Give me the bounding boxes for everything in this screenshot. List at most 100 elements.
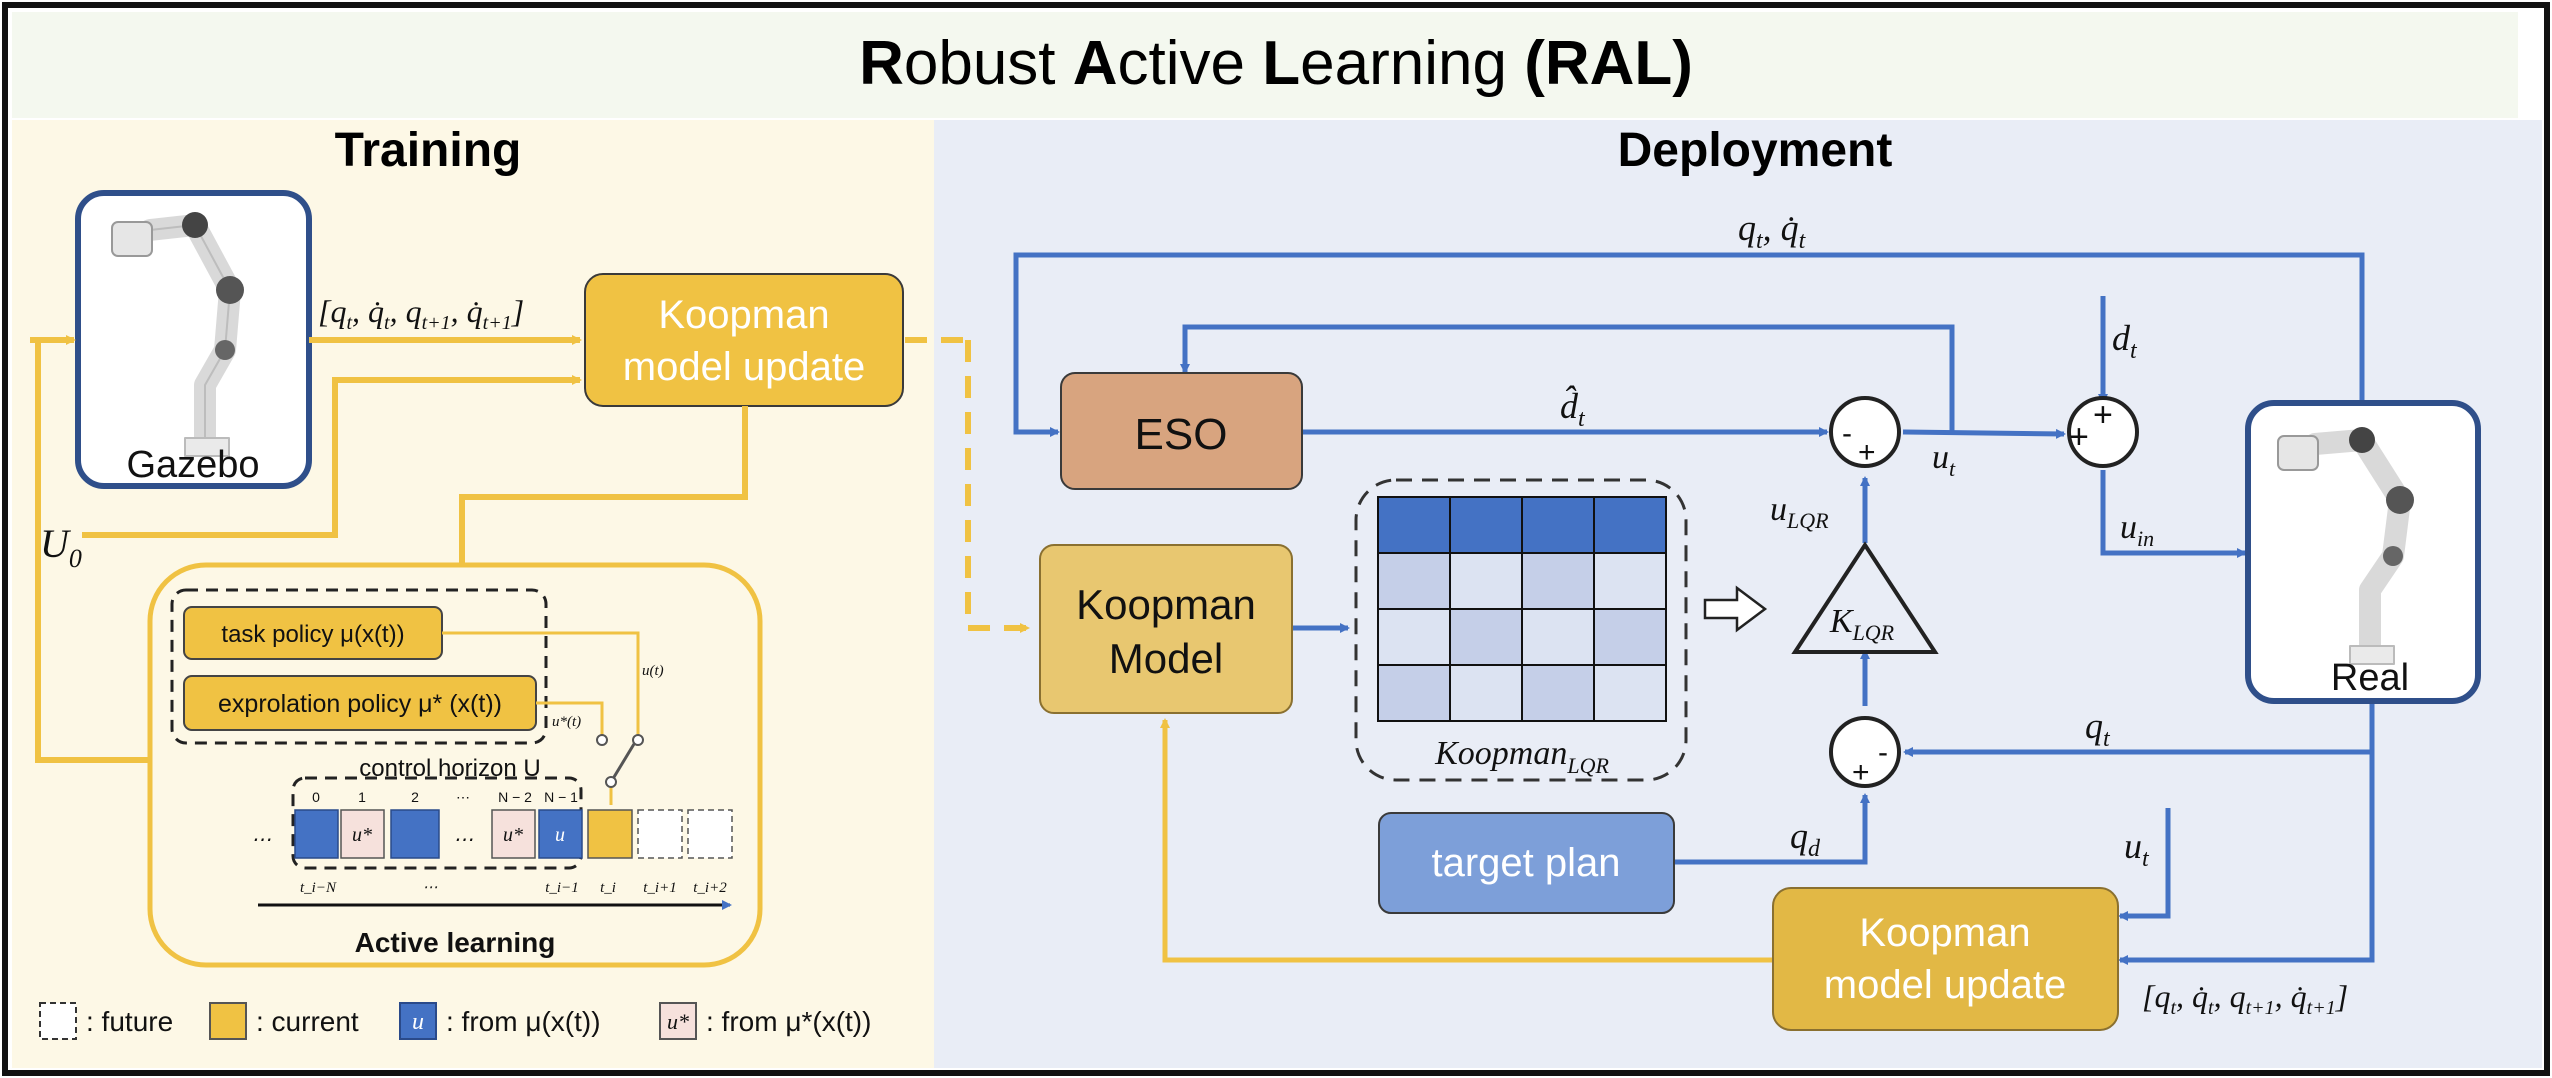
- real-label: Real: [2331, 657, 2409, 699]
- horizon-index: N − 1: [544, 789, 578, 805]
- hollow-arrow: [1703, 585, 1768, 633]
- deploy-koopman-update-line2: model update: [1824, 963, 2066, 1007]
- legend-mustar-glyph: u*: [667, 1009, 689, 1034]
- switch-pivot: [605, 776, 617, 788]
- legend-current-swatch: [209, 1002, 247, 1040]
- legend-mu-label: : from μ(x(t)): [446, 1006, 601, 1037]
- legend-mustar-swatch: [659, 1002, 697, 1040]
- target-plan-box: [1378, 812, 1675, 914]
- sum-junction-control: [1829, 396, 1901, 468]
- gazebo-label: Gazebo: [126, 444, 259, 486]
- sum2-plus-a: +: [2069, 418, 2089, 456]
- sum1-plus: +: [1858, 436, 1876, 469]
- deployment-connectors: [1013, 252, 2375, 965]
- explore-policy-label: exprolation policy μ* (x(t)): [218, 690, 502, 718]
- horizon-index: 2: [411, 789, 419, 805]
- sum-junction-disturbance: [2067, 396, 2139, 468]
- grid-header-cell: [1377, 496, 1451, 554]
- cell-mu: [294, 809, 339, 859]
- legend-future-swatch: [39, 1002, 77, 1040]
- sum-junction-feedback: [1829, 716, 1901, 788]
- deploy-state-label: [qt, q̇t, qt+1, q̇t+1]: [2142, 978, 2348, 1019]
- grid-cell: [1521, 608, 1595, 666]
- grid-cell: [1377, 608, 1451, 666]
- real-robot-icon: [2277, 427, 2414, 665]
- sum2-plus-b: +: [2093, 396, 2113, 434]
- horizon-index: N − 2: [498, 789, 532, 805]
- time-label: ⋯: [423, 880, 438, 896]
- task-policy-label: task policy μ(x(t)): [221, 621, 404, 648]
- switch-contact-a: [632, 734, 644, 746]
- koopman-model-box: [1039, 544, 1293, 714]
- cell-mu: [538, 809, 583, 859]
- feedback-state-label: qt, q̇t: [1738, 208, 1807, 254]
- deploy-koopman-update-box: [1772, 887, 2119, 1031]
- koopman-model-line1: Koopman: [1076, 581, 1256, 628]
- koopman-lqr-grid: [1377, 496, 1667, 722]
- cell-future: [637, 809, 683, 859]
- switch-wiring: [442, 631, 640, 805]
- grid-cell: [1449, 664, 1523, 722]
- grid-cell: [1449, 552, 1523, 610]
- u0-label: U0: [40, 521, 82, 573]
- active-learning-label: Active learning: [355, 927, 556, 958]
- training-heading: Training: [335, 124, 522, 177]
- legend-future-label: : future: [86, 1006, 173, 1037]
- klqr-gain: [1791, 541, 1939, 654]
- time-label: t_i−N: [300, 880, 337, 896]
- cell-mustar-text: u*: [352, 824, 372, 846]
- time-label: t_i+2: [693, 880, 727, 896]
- cell-ellipsis: ⋯: [453, 829, 473, 851]
- grid-cell: [1521, 664, 1595, 722]
- gazebo-robot-icon: [111, 212, 244, 457]
- deployment-heading: Deployment: [1618, 124, 1893, 177]
- cell-mustar: [340, 809, 385, 859]
- cell-ellipsis: ⋯: [251, 829, 271, 851]
- grid-cell: [1593, 664, 1667, 722]
- page-title: Robust Active Learning (RAL): [859, 29, 1693, 98]
- eso-label: ESO: [1135, 410, 1228, 459]
- cell-mu-text: u: [555, 824, 565, 846]
- sum3-minus: -: [1878, 736, 1888, 769]
- cell-future: [687, 809, 733, 859]
- grid-cell: [1449, 608, 1523, 666]
- eso-box: [1060, 372, 1303, 490]
- grid-cell: [1377, 664, 1451, 722]
- legend-current-label: : current: [256, 1006, 359, 1037]
- horizon-indices: 0 1 2 ⋯ N − 2 N − 1: [312, 789, 578, 805]
- horizon-index: 1: [358, 789, 366, 805]
- horizon-cells: ⋯ u* ⋯ u* u: [251, 809, 733, 859]
- grid-header-cell: [1593, 496, 1667, 554]
- sum3-plus: +: [1852, 756, 1870, 789]
- cell-mustar-text: u*: [503, 824, 523, 846]
- legend-mustar-label: : from μ*(x(t)): [706, 1006, 871, 1037]
- time-label: t_i−1: [545, 880, 578, 896]
- grid-header-cell: [1449, 496, 1523, 554]
- cell-mustar: [491, 809, 536, 859]
- train-koopman-update-line2: model update: [623, 345, 865, 389]
- horizon-index: 0: [312, 789, 320, 805]
- policy-group: [170, 588, 548, 745]
- switch-ustar-label: u*(t): [552, 714, 581, 730]
- horizon-index: ⋯: [456, 789, 470, 805]
- deploy-koopman-update-line1: Koopman: [1859, 911, 2030, 955]
- cell-current: [587, 809, 633, 859]
- time-label: t_i: [600, 880, 616, 896]
- train-state-label: [qt, q̇t, qt+1, q̇t+1]: [318, 293, 524, 334]
- training-connectors: [30, 335, 1030, 763]
- target-plan-label: target plan: [1431, 841, 1620, 885]
- active-learning-box: [147, 562, 763, 968]
- update-to-model-connector: [1160, 718, 1772, 963]
- koopman-lqr-group: [1354, 478, 1688, 782]
- cell-mu: [390, 809, 440, 859]
- legend-mu-swatch: [399, 1002, 437, 1040]
- koopman-model-line2: Model: [1109, 635, 1223, 682]
- title-bar: [12, 12, 2518, 118]
- legend-mu-glyph: u: [412, 1009, 424, 1035]
- grid-cell: [1521, 552, 1595, 610]
- switch-contact-b: [596, 734, 608, 746]
- train-koopman-update-line1: Koopman: [658, 293, 829, 337]
- grid-cell: [1593, 552, 1667, 610]
